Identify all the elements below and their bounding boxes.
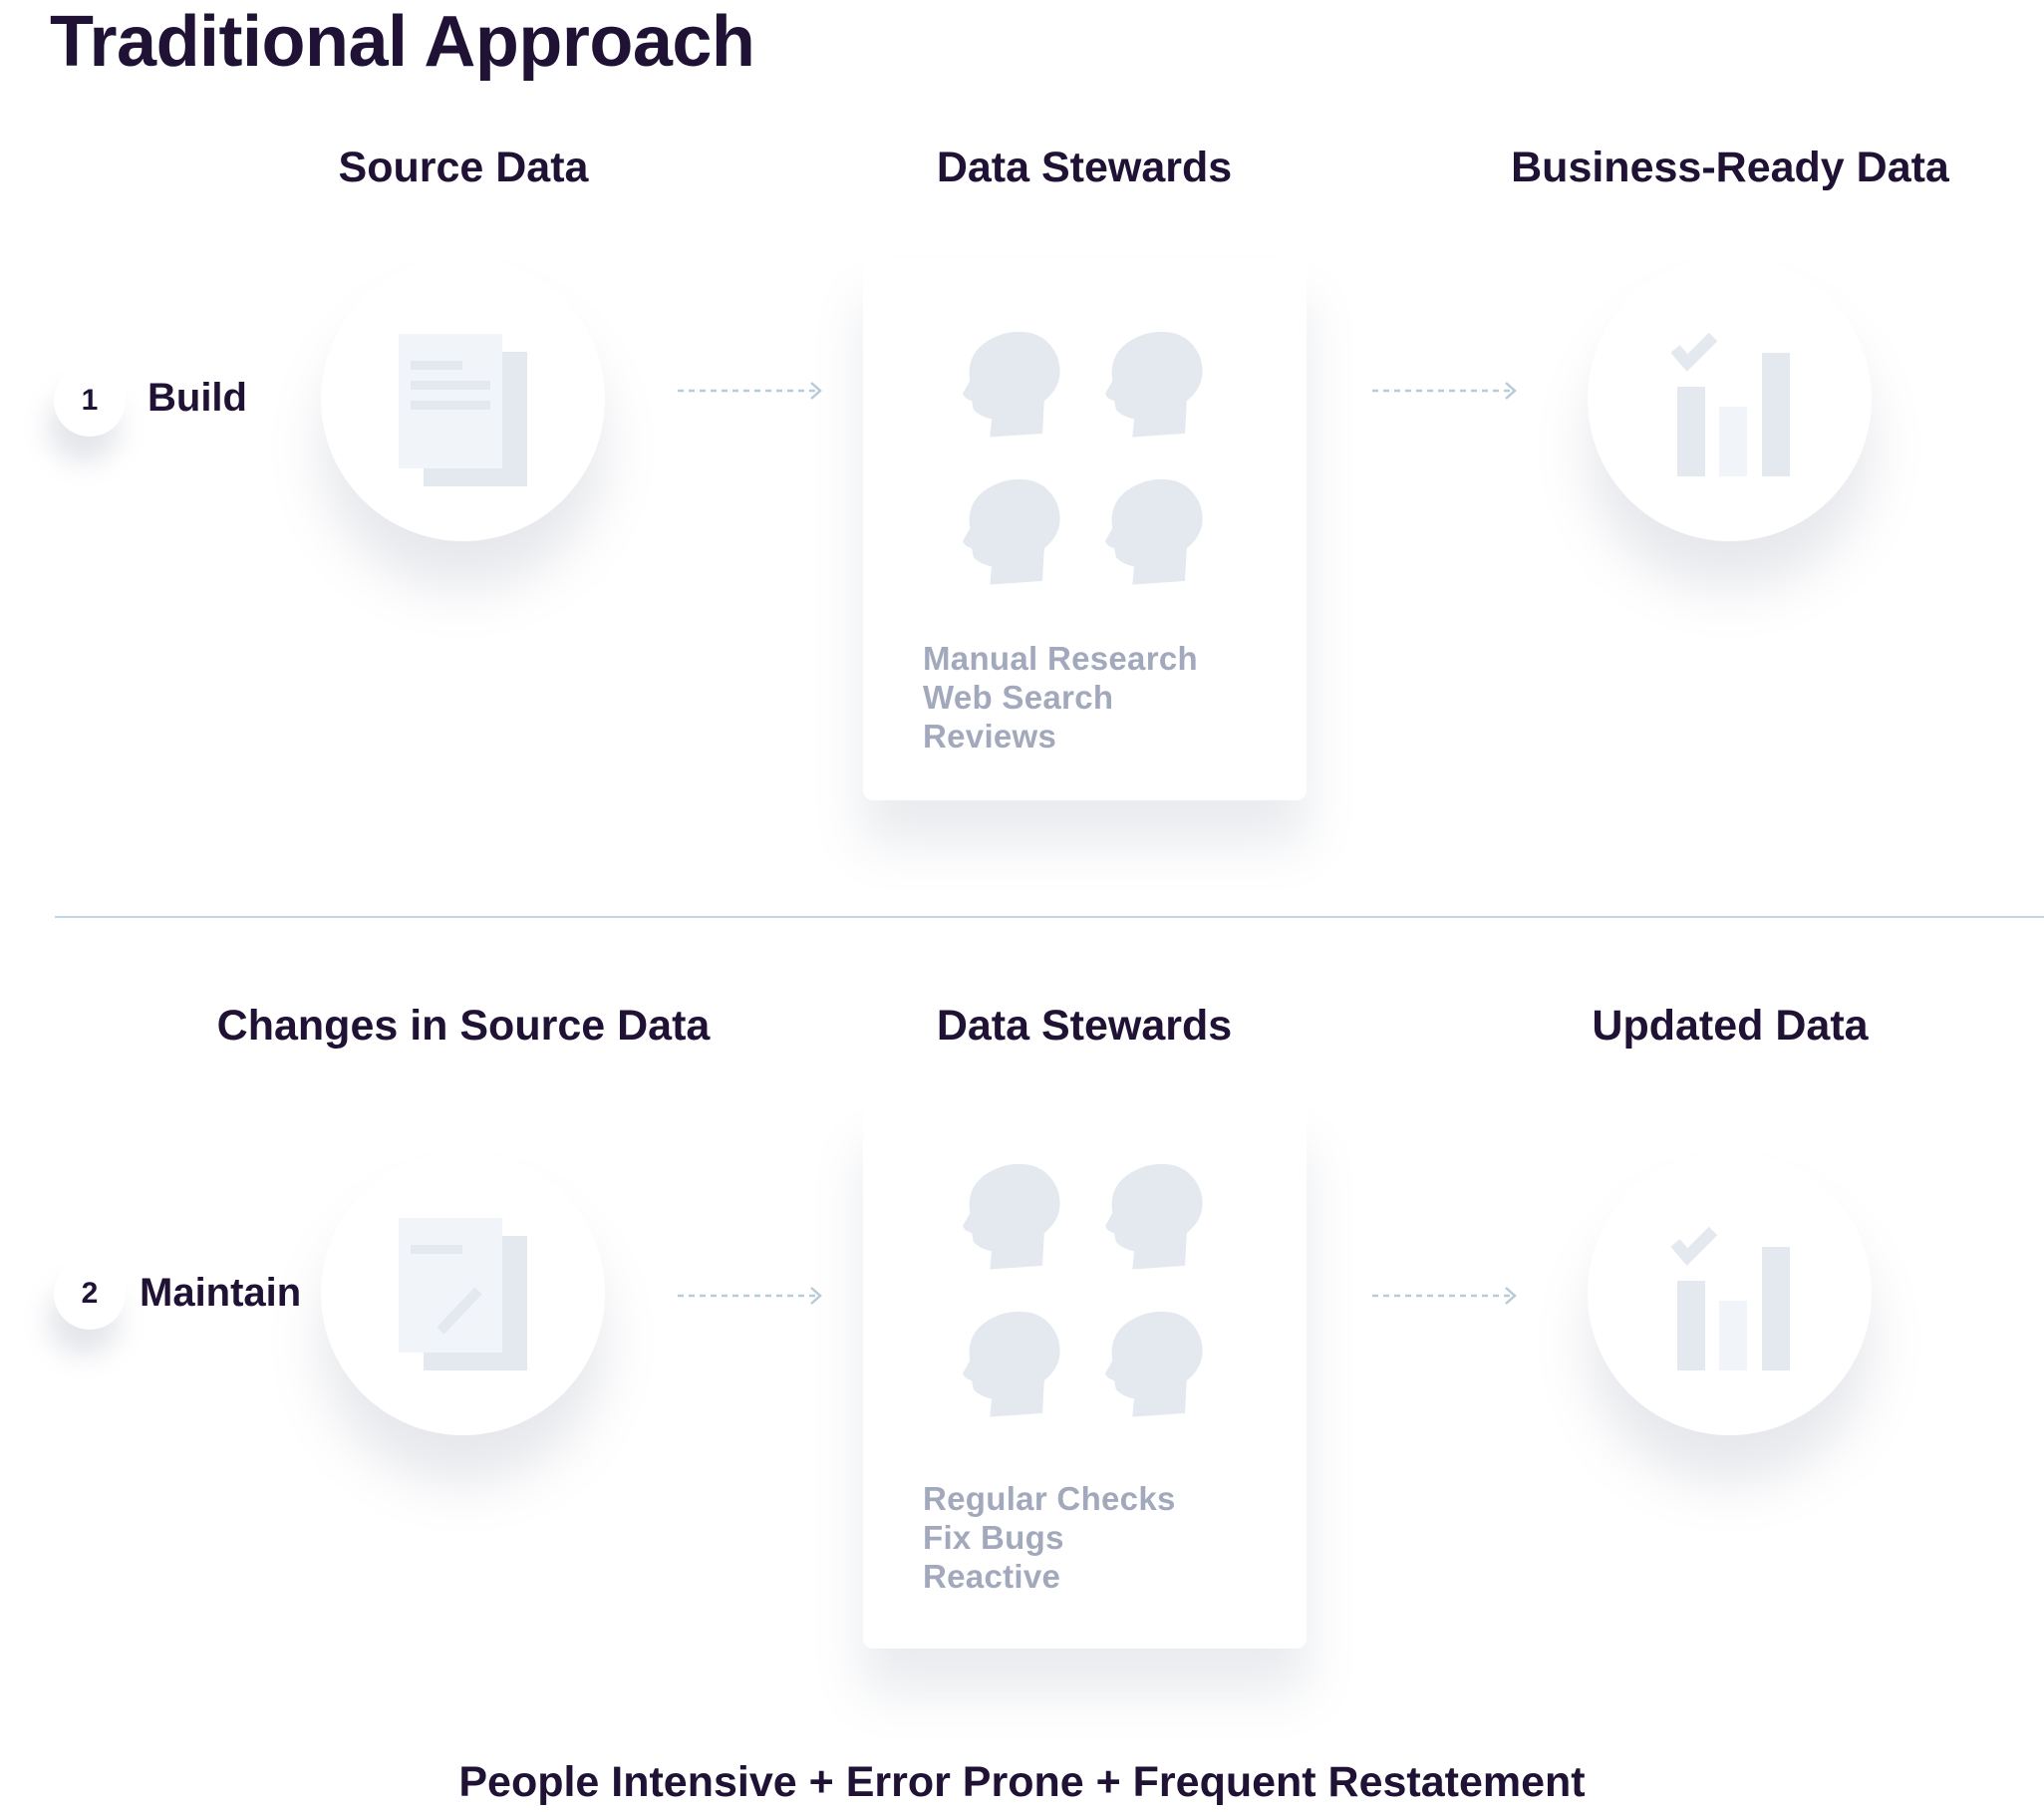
dashed-arrow-icon [678, 382, 822, 400]
data-stewards-heading: Data Stewards [936, 1002, 1233, 1050]
card-item: Reviews [923, 718, 1057, 755]
changes-source-data-circle [321, 1151, 605, 1435]
step-label-maintain: Maintain [140, 1271, 302, 1315]
card-item: Manual Research [923, 640, 1198, 677]
source-data-circle [321, 257, 605, 541]
chart-check-icon [1670, 1226, 1790, 1370]
step-number-badge: 1 [54, 365, 126, 437]
summary-footer: People Intensive + Error Prone + Frequen… [458, 1758, 1586, 1806]
business-ready-data-heading: Business-Ready Data [1511, 144, 1949, 191]
dashed-arrow-icon [678, 1287, 822, 1305]
dashed-arrow-icon [1372, 382, 1517, 400]
people-heads-icon [963, 331, 1203, 585]
chart-check-icon [1670, 332, 1790, 476]
section-divider [55, 916, 2044, 918]
card-item: Web Search [923, 679, 1114, 716]
data-stewards-card: Regular Checks Fix Bugs Reactive [863, 1104, 1307, 1649]
card-item: Fix Bugs [923, 1519, 1064, 1556]
dashed-arrow-icon [1372, 1287, 1517, 1305]
updated-data-circle [1588, 1151, 1872, 1435]
people-heads-icon [963, 1163, 1203, 1417]
step-number: 2 [81, 1277, 99, 1310]
source-data-heading: Source Data [338, 144, 589, 191]
step-number: 1 [81, 384, 99, 417]
business-ready-data-circle [1588, 257, 1872, 541]
data-stewards-card: Manual Research Web Search Reviews [863, 257, 1307, 800]
updated-data-heading: Updated Data [1592, 1002, 1869, 1050]
document-icon [399, 334, 527, 486]
document-edit-icon [399, 1218, 527, 1370]
card-item: Regular Checks [923, 1480, 1176, 1517]
page-title: Traditional Approach [50, 2, 755, 82]
step-number-badge: 2 [54, 1258, 126, 1330]
step-label-build: Build [147, 376, 247, 420]
changes-in-source-data-heading: Changes in Source Data [216, 1002, 711, 1050]
card-item: Reactive [923, 1558, 1061, 1595]
data-stewards-heading: Data Stewards [936, 144, 1233, 191]
